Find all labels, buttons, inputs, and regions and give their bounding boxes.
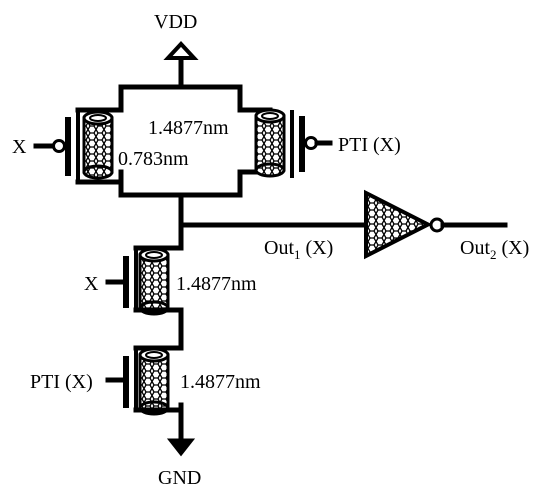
mid-x-input-label: X — [84, 273, 99, 295]
bottom-pti-input-label: PTI (X) — [30, 371, 93, 393]
cntfet-bottom-pulldown — [105, 345, 184, 416]
cntfet-left-pullup — [33, 107, 124, 185]
right-pti-input-label: PTI (X) — [338, 134, 401, 156]
nanotube-right-icon — [254, 108, 286, 178]
nanotube-left-icon — [82, 110, 114, 180]
out1-label: Out1 (X) — [264, 237, 333, 262]
vdd-arrow-icon — [163, 41, 199, 90]
nanotube-mid-icon — [138, 247, 170, 316]
nanotube-bottom-icon — [138, 347, 170, 416]
pulldown-bottom-diameter-label: 1.4877nm — [180, 371, 261, 393]
cntfet-mid-pulldown — [105, 245, 184, 316]
left-x-input-label: X — [12, 136, 27, 158]
vdd-label: VDD — [154, 11, 197, 33]
cntfet-right-pullup — [237, 107, 333, 178]
out2-label: Out2 (X) — [460, 237, 529, 262]
gnd-arrow-icon — [166, 438, 196, 457]
pulldown-mid-diameter-label: 1.4877nm — [176, 273, 257, 295]
pullup-diameter-label: 1.4877nm — [148, 117, 229, 139]
inverter-icon — [364, 189, 508, 260]
pullup-small-diameter-label: 0.783nm — [118, 148, 189, 170]
gnd-label: GND — [158, 467, 201, 489]
